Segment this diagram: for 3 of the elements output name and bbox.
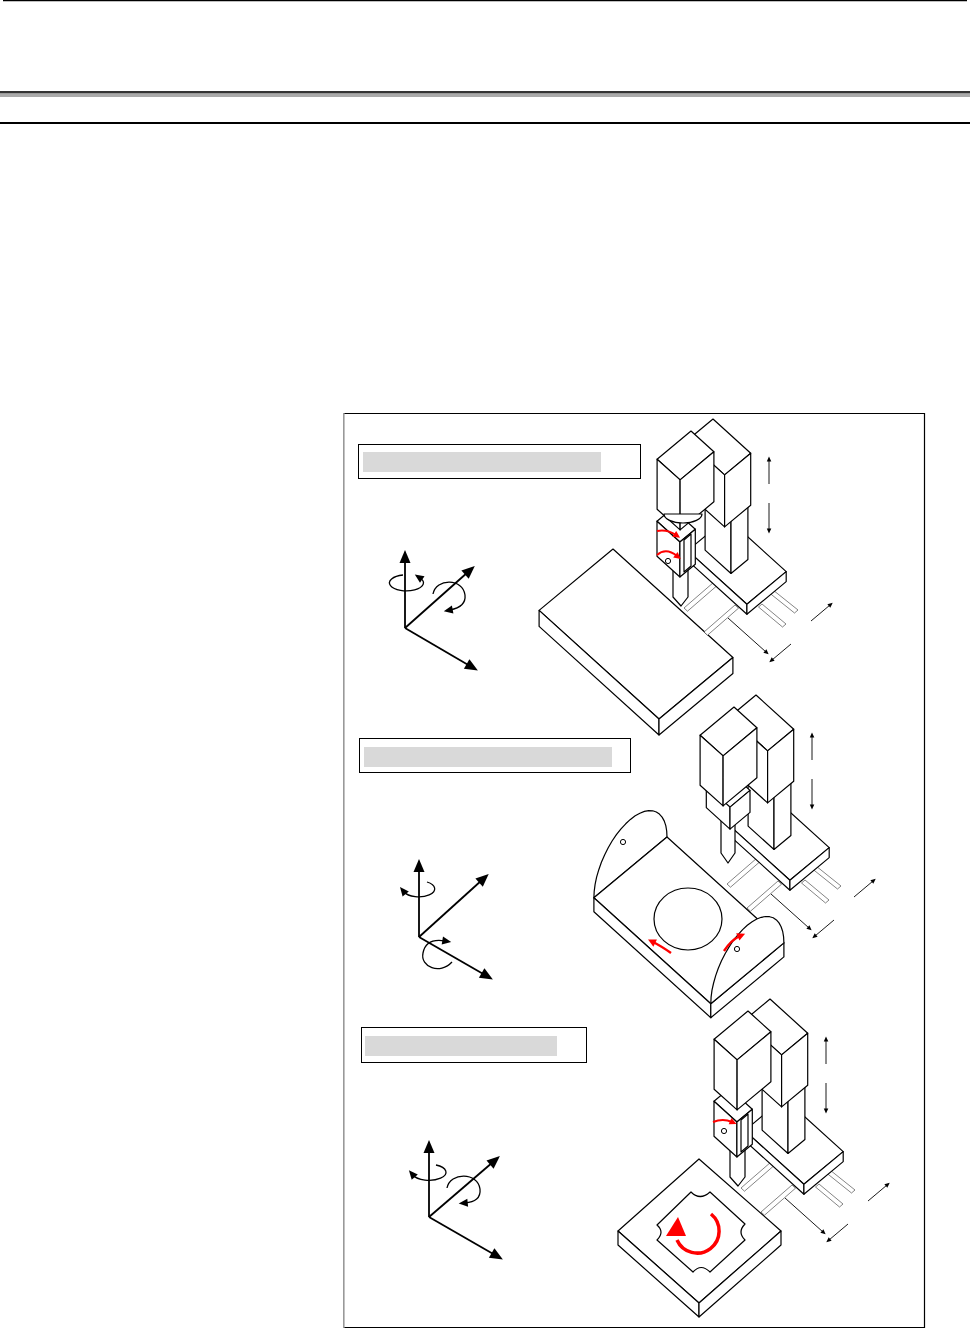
label-box — [361, 1027, 587, 1063]
label-box — [359, 738, 631, 773]
label-box — [358, 444, 641, 479]
